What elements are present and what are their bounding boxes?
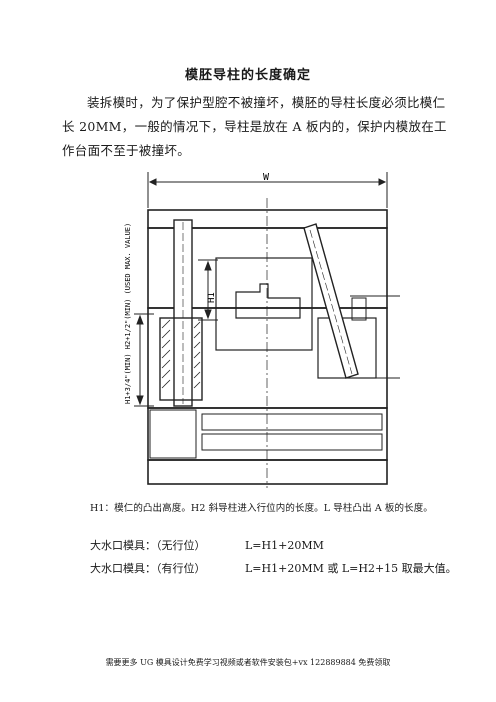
figure-caption: H1：模仁的凸出高度。H2 斜导柱进入行位内的长度。L 导柱凸出 A 板的长度。 [90, 503, 433, 514]
page-title: 模胚导柱的长度确定 [184, 68, 311, 83]
formula-label: 大水口模具：（有行位） [90, 562, 206, 575]
mold-guide-pin-diagram: W H1 H2 H1+3/4"(MIN) H2+1/2"(MIN) (USED … [124, 172, 400, 488]
intro-paragraph: 装拆模时，为了保护型腔不被撞坏，模胚的导柱长度必须比模仁 长 20MM，一般的情… [62, 91, 447, 163]
paragraph-line: 长 20MM，一般的情况下，导柱是放在 A 板内的，保护内模放在工 [62, 119, 447, 134]
formula-label: 大水口模具：（无行位） [90, 539, 206, 552]
page-footer: 需要更多 UG 模具设计免费学习视频或者软件安装包+vx 122889884 免… [105, 658, 391, 667]
paragraph-line: 装拆模时，为了保护型腔不被撞坏，模胚的导柱长度必须比模仁 [87, 95, 446, 110]
formula-row: 大水口模具：（无行位） L=H1+20MM [90, 537, 324, 553]
paragraph-line: 作台面不至于被撞坏。 [62, 143, 191, 158]
formula-value: L=H1+20MM 或 L=H2+15 取最大值。 [245, 562, 457, 575]
formula-value: L=H1+20MM [245, 539, 324, 552]
dimension-h1-label: H1 [207, 292, 217, 303]
dimension-w-label: W [263, 172, 270, 183]
dimension-vertical-label: H1+3/4"(MIN) H2+1/2"(MIN) (USED MAX. VAL… [124, 223, 132, 404]
formula-row: 大水口模具：（有行位） L=H1+20MM 或 L=H2+15 取最大值。 [90, 560, 457, 576]
